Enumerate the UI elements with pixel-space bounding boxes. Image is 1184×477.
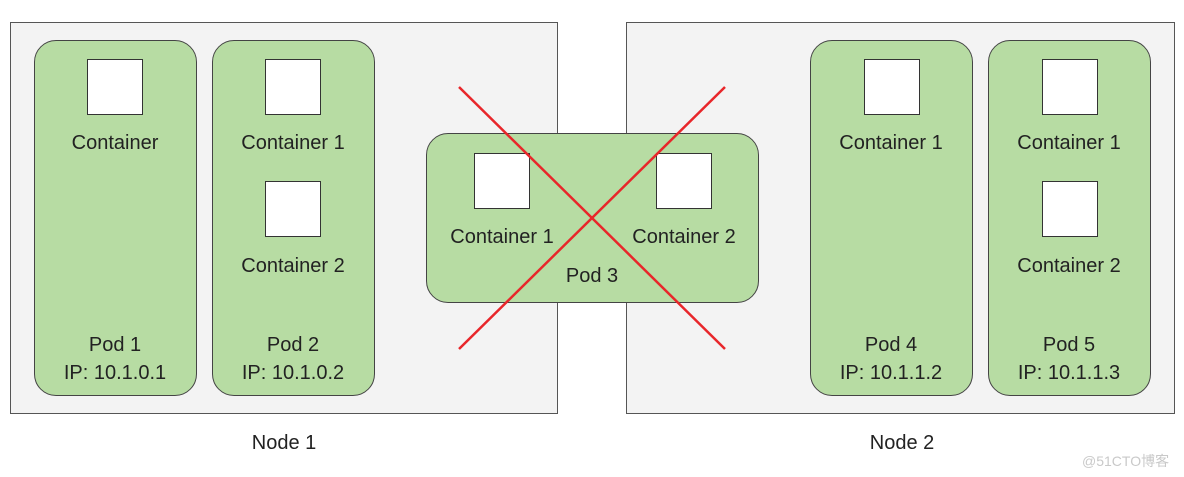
pod-4: Container 1 Pod 4 IP: 10.1.1.2 (810, 40, 973, 396)
cross-line-2 (458, 86, 726, 350)
node-2-label: Node 2 (869, 432, 935, 454)
container-label: Container 1 (1017, 132, 1121, 154)
container-box (656, 153, 712, 209)
pod-name: Pod 3 (565, 265, 619, 287)
container-label: Container (71, 132, 159, 154)
pod-name: Pod 5 (1042, 334, 1096, 356)
pod-name: Pod 2 (266, 334, 320, 356)
container-label: Container 2 (632, 226, 736, 248)
watermark: @51CTO博客 (1082, 453, 1170, 469)
pod-name: Pod 1 (88, 334, 142, 356)
pod-ip: IP: 10.1.1.2 (839, 362, 943, 384)
pod-ip: IP: 10.1.0.1 (63, 362, 167, 384)
container-box (1042, 59, 1098, 115)
container-box (864, 59, 920, 115)
pod-ip: IP: 10.1.0.2 (241, 362, 345, 384)
node-1-label: Node 1 (251, 432, 317, 454)
pod-2: Container 1 Container 2 Pod 2 IP: 10.1.0… (212, 40, 375, 396)
pod-ip: IP: 10.1.1.3 (1017, 362, 1121, 384)
container-label: Container 2 (1017, 255, 1121, 277)
container-label: Container 2 (241, 255, 345, 277)
pod-name: Pod 4 (864, 334, 918, 356)
container-box (265, 59, 321, 115)
container-label: Container 1 (450, 226, 554, 248)
container-box (474, 153, 530, 209)
pod-1: Container Pod 1 IP: 10.1.0.1 (34, 40, 197, 396)
container-box (87, 59, 143, 115)
pod-5: Container 1 Container 2 Pod 5 IP: 10.1.1… (988, 40, 1151, 396)
container-label: Container 1 (241, 132, 345, 154)
container-box (1042, 181, 1098, 237)
container-label: Container 1 (839, 132, 943, 154)
container-box (265, 181, 321, 237)
